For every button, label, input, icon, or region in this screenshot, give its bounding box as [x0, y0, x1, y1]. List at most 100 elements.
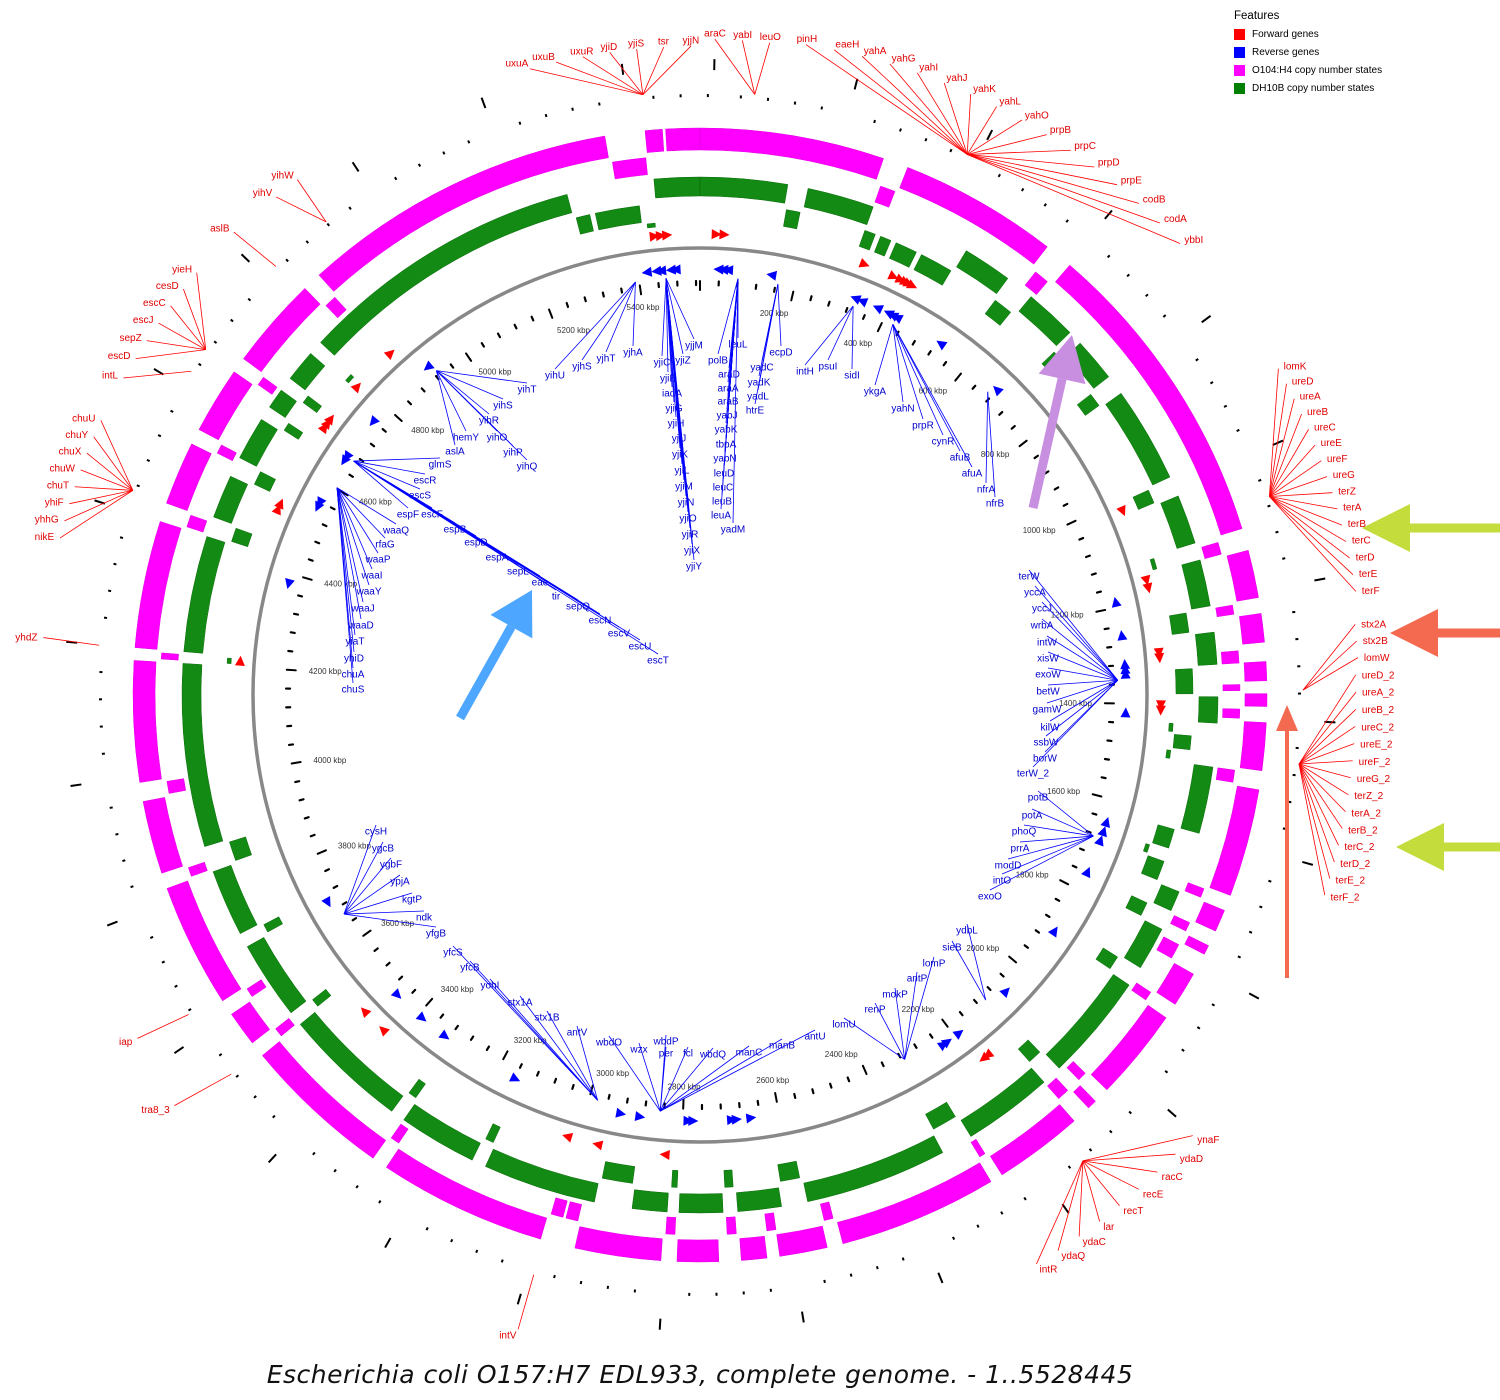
reverse-gene-leader-line — [659, 1047, 714, 1112]
outer-tick — [442, 151, 446, 155]
o104h4-copy-segment — [776, 1225, 828, 1257]
legend-label: Forward genes — [1252, 28, 1319, 40]
tick-label: 3000 kbp — [596, 1069, 629, 1078]
o104h4-copy-segment — [1055, 264, 1243, 536]
o104h4-copy-segment — [739, 1235, 768, 1261]
forward-gene-label: yahJ — [946, 73, 967, 84]
reverse-gene-label: prpR — [912, 421, 934, 432]
reverse-gene-leader-line — [353, 460, 421, 490]
inner-tick — [754, 283, 758, 290]
inner-tick — [1095, 608, 1107, 613]
outer-tick — [394, 176, 398, 181]
forward-gene-leader-line — [1269, 398, 1295, 497]
inner-tick — [928, 1033, 934, 1039]
forward-gene-label: yahA — [864, 46, 887, 57]
o104h4-copy-segment — [1209, 785, 1260, 896]
reverse-gene-label: wbdQ — [699, 1050, 726, 1061]
forward-gene-leader-line — [137, 1014, 189, 1039]
forward-gene-leader-line — [1298, 763, 1335, 863]
inner-tick — [1103, 627, 1110, 631]
o104h4-copy-segment — [1184, 882, 1205, 898]
lime-terB-annotation-arrow — [1362, 504, 1500, 552]
inner-tick — [1010, 424, 1016, 430]
reverse-gene-label: yjiM — [675, 482, 693, 493]
inner-tick — [1066, 519, 1077, 526]
reverse-gene-label: yjiR — [682, 530, 699, 541]
outer-tick — [516, 1293, 522, 1305]
legend: Features Forward genes Reverse genes O10… — [1234, 10, 1382, 97]
reverse-gene-leader-line — [851, 306, 854, 370]
forward-gene-leader-line — [1269, 444, 1316, 497]
reverse-gene-leader-line — [1034, 585, 1119, 681]
reverse-gene-leader-line — [519, 995, 598, 1101]
forward-gene-leader-line — [714, 38, 756, 95]
forward-gene-label: stx2B — [1363, 636, 1388, 647]
forward-gene-label: recE — [1143, 1189, 1164, 1200]
reverse-gene-label: per — [659, 1049, 674, 1060]
inner-tick — [303, 816, 310, 820]
inner-tick — [314, 540, 321, 545]
forward-gene-arrow — [234, 655, 245, 667]
forward-gene-label: terC — [1352, 536, 1371, 547]
forward-gene-leader-line — [967, 134, 1047, 155]
inner-tick — [1034, 929, 1041, 934]
inner-tick — [536, 1070, 540, 1077]
reverse-gene-label: potB — [1028, 793, 1049, 804]
forward-gene-leader-line — [1078, 1160, 1084, 1237]
reverse-gene-label: espF — [397, 510, 419, 521]
o104h4-copy-segment — [1156, 936, 1180, 959]
reverse-gene-label: araB — [717, 397, 738, 408]
o104h4-copy-segment — [325, 296, 347, 319]
tick-label: 4200 kbp — [309, 667, 342, 676]
reverse-gene-label: kilW — [1041, 723, 1060, 734]
outer-tick — [153, 368, 164, 376]
outer-tick — [109, 806, 113, 809]
inner-tick — [625, 1097, 629, 1104]
forward-gene-label: ybbI — [1184, 235, 1203, 246]
inner-tick — [351, 917, 358, 922]
o104h4-copy-segment — [612, 157, 648, 180]
reverse-gene-label: antV — [567, 1028, 588, 1039]
tick-label: 2400 kbp — [825, 1050, 858, 1059]
reverse-gene-arrow — [726, 1115, 738, 1126]
reverse-gene-arrow — [1117, 630, 1128, 641]
forward-gene-leader-line — [174, 1073, 232, 1106]
forward-gene-leader-line — [861, 55, 968, 155]
reverse-gene-leader-line — [489, 978, 598, 1101]
o104h4-copy-segment — [837, 1162, 992, 1244]
inner-tick — [972, 998, 978, 1005]
reverse-gene-label: waaY — [355, 587, 381, 598]
outer-tick — [899, 128, 902, 132]
forward-gene-label: aslB — [210, 223, 230, 234]
tick-label: 1000 kbp — [1023, 526, 1056, 535]
dh10b-copy-segment — [653, 176, 700, 199]
reverse-gene-label: yadL — [747, 392, 769, 403]
forward-gene-leader-line — [833, 49, 968, 155]
dh10b-copy-segment — [1169, 612, 1190, 635]
forward-gene-label: intV — [499, 1331, 517, 1342]
outer-tick — [161, 960, 166, 964]
inner-tick — [827, 300, 831, 307]
reverse-gene-leader-line — [343, 892, 413, 915]
outer-tick — [875, 1265, 879, 1270]
dh10b-copy-segment — [1197, 696, 1219, 724]
dh10b-copy-segment — [212, 864, 258, 935]
forward-gene-label: terE_2 — [1336, 876, 1366, 887]
outer-tick — [658, 1318, 662, 1330]
reverse-gene-leader-line — [353, 460, 659, 655]
reverse-gene-arrow — [656, 265, 667, 276]
forward-gene-arrow — [661, 230, 673, 241]
reverse-gene-leader-line — [894, 987, 906, 1060]
outer-tick — [949, 148, 953, 153]
reverse-gene-label: yjiH — [668, 419, 685, 430]
forward-gene-label: ureG_2 — [1357, 774, 1391, 785]
outer-tick — [130, 885, 134, 889]
dh10b-copy-segment — [1181, 559, 1211, 610]
forward-gene-leader-line — [1269, 496, 1350, 559]
forward-gene-leader-line — [517, 1274, 535, 1330]
reverse-gene-label: aslA — [445, 447, 465, 458]
forward-gene-leader-line — [1298, 674, 1357, 765]
reverse-gene-leader-line — [632, 282, 636, 347]
purple-annotation-arrow — [1028, 335, 1086, 509]
forward-gene-label: yjiD — [601, 42, 618, 53]
